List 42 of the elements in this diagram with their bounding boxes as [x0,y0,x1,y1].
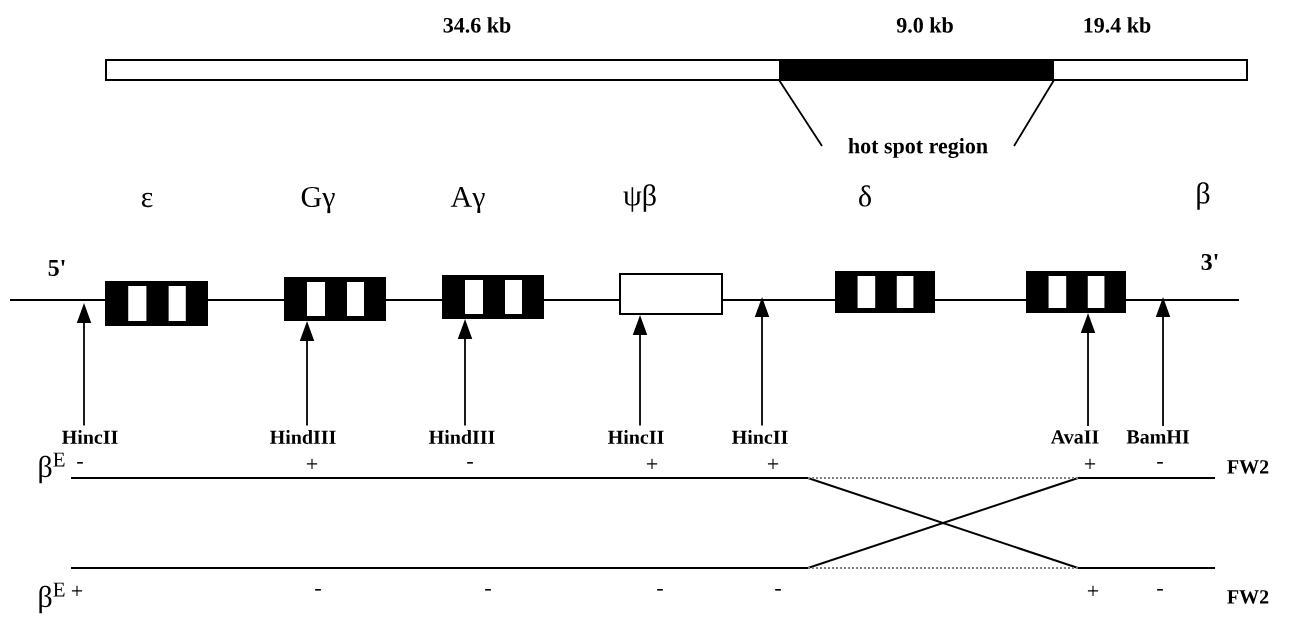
sign: - [467,462,473,464]
node-label: Aγ [450,186,485,214]
enzyme-label: HincII [732,429,788,445]
size-label: 9.0 kb [896,17,953,33]
node-label: ε [141,192,153,208]
haplotype-label: FW2 [1227,590,1269,604]
gene-box: ε [105,192,208,326]
sign: + [646,458,658,470]
sign: - [77,462,83,464]
enzyme-label: BamHI [1126,430,1189,444]
sign: + [1084,458,1096,470]
end-label: 5' [48,260,65,276]
sign: - [657,589,663,591]
enzyme-label: HindIII [270,429,336,444]
enzyme-label: HindIII [429,429,495,444]
sign: + [1087,585,1099,597]
enzyme-label: HincII [608,429,664,445]
gene-box: ψβ [619,184,723,315]
allele-label: β$^{E}$ [39,582,65,614]
sign: + [71,585,83,597]
sign: - [775,589,781,591]
size-label: 34.6 kb [443,17,511,33]
size-label: 19.4 kb [1084,17,1151,33]
gene-box: Aγ [442,186,544,319]
sign: - [1157,589,1163,591]
node-label: δ [859,185,871,207]
enzyme-label: AvaII [1050,430,1099,444]
gene-box: δ [835,185,935,313]
sign: - [485,589,491,591]
gene-box: Gγ [284,186,386,321]
sign: + [306,458,318,470]
enzyme-label: HincII [62,429,118,445]
sign: - [1157,462,1163,464]
node-label: β [1197,182,1210,210]
node-label: ψβ [623,184,656,212]
sign: - [315,589,321,591]
region-label: hot spot region [848,137,988,159]
haplotype-label: FW2 [1227,460,1269,474]
allele-label: β$^{E}$ [39,452,65,484]
sign: + [767,458,779,470]
end-label: 3' [1201,253,1218,271]
node-label: Gγ [301,186,335,214]
